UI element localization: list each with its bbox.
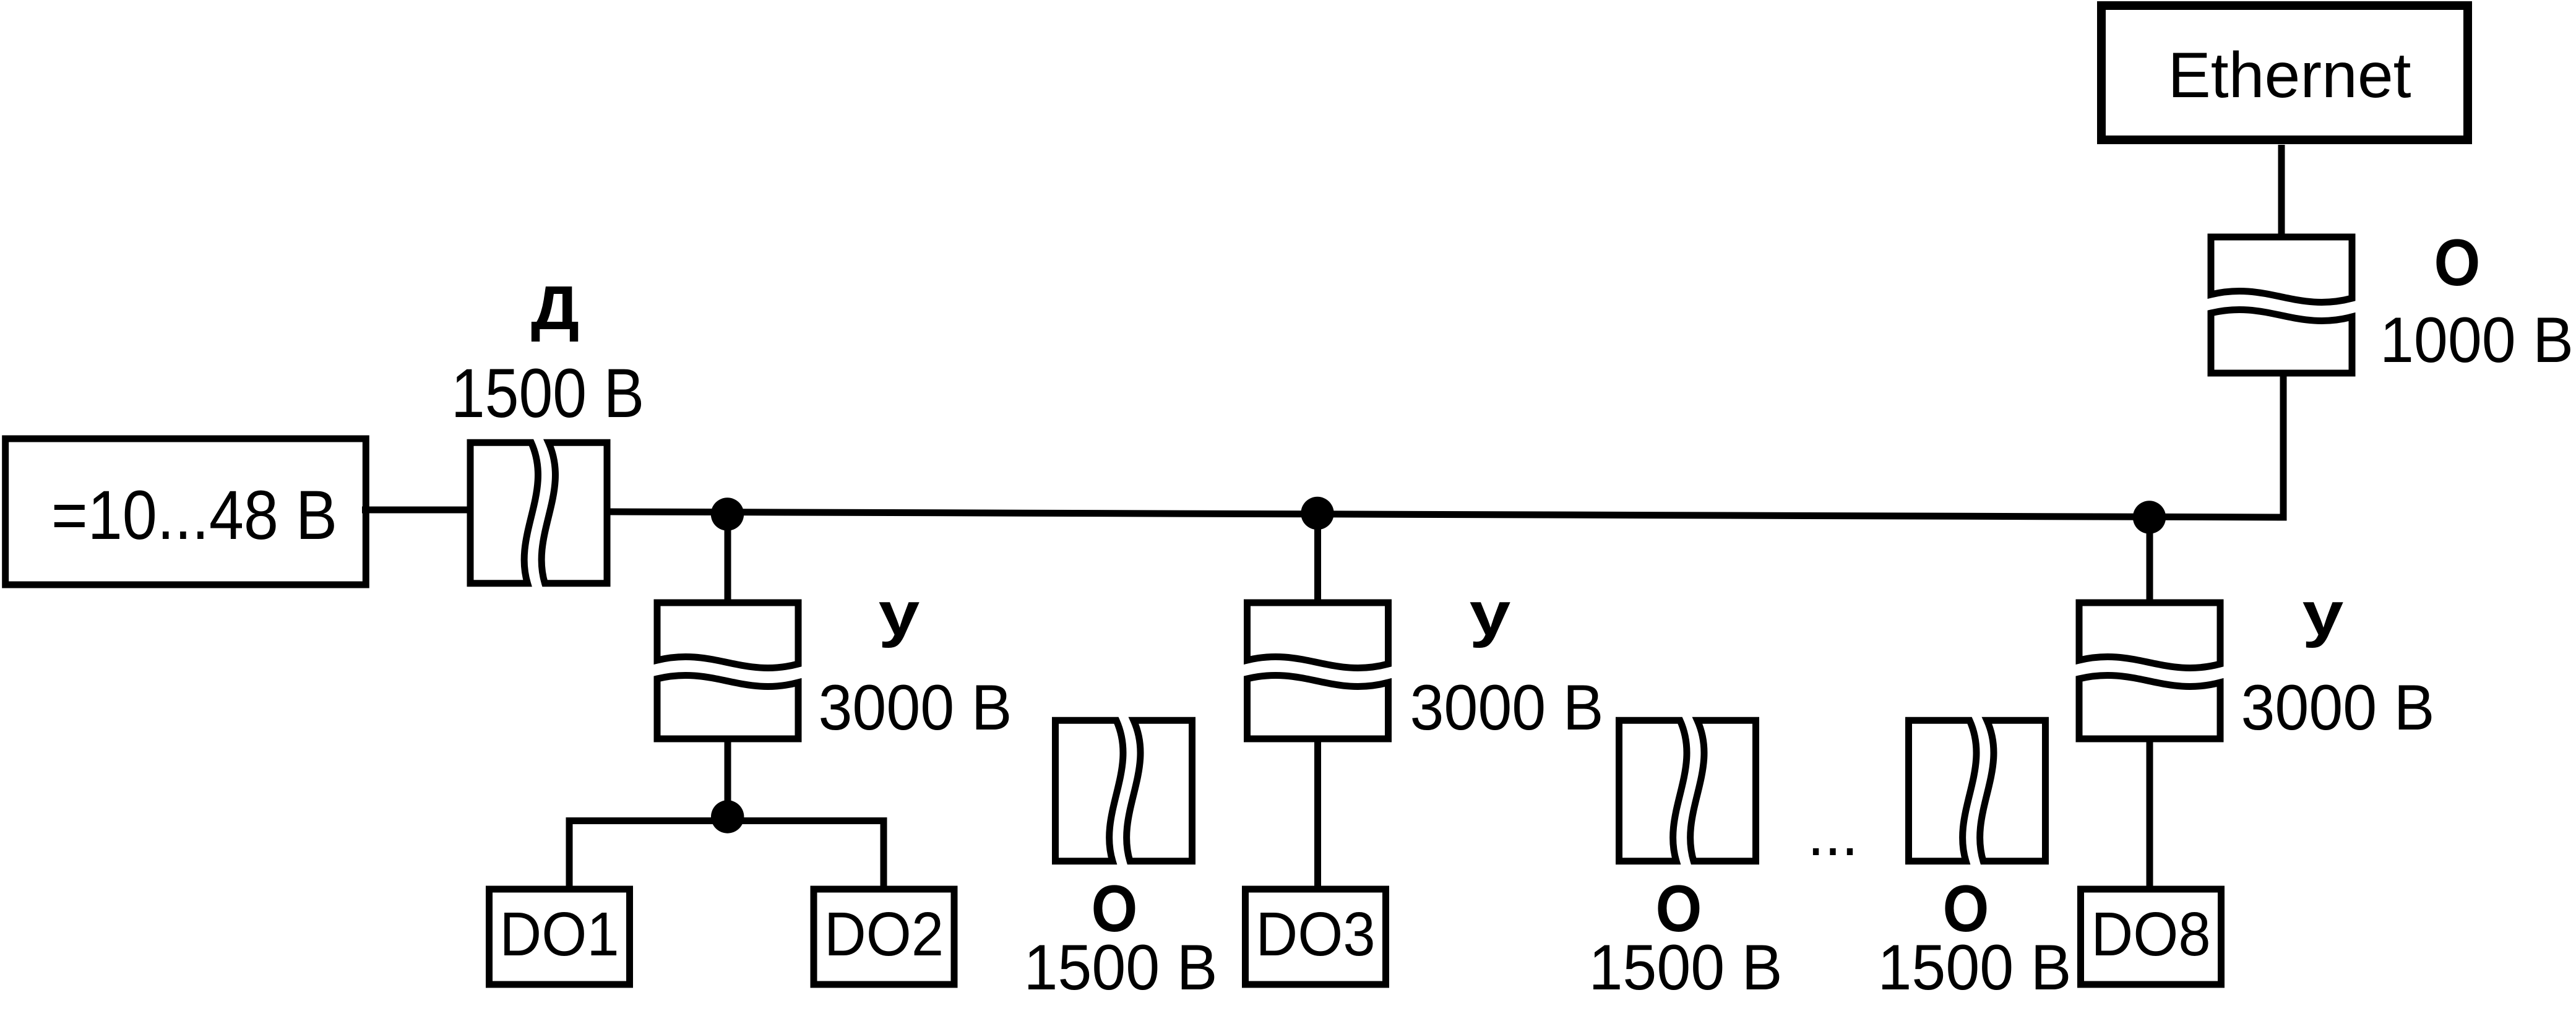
svg-text:1500 В: 1500 В [1023, 932, 1217, 1004]
svg-text:Ethernet: Ethernet [2168, 40, 2411, 111]
svg-text:=10...48 В: =10...48 В [51, 476, 337, 554]
svg-text:1500 В: 1500 В [1588, 932, 1782, 1004]
svg-text:1500 В: 1500 В [1877, 932, 2071, 1004]
svg-text:О: О [1092, 871, 1138, 945]
svg-text:О: О [1656, 871, 1702, 945]
svg-text:DO1: DO1 [499, 899, 619, 968]
svg-text:DO8: DO8 [2091, 899, 2210, 968]
svg-text:О: О [1943, 871, 1989, 945]
svg-text:1000 В: 1000 В [2380, 304, 2574, 376]
svg-text:О: О [2434, 225, 2481, 299]
svg-text:3000 В: 3000 В [2241, 672, 2434, 744]
svg-text:Д: Д [531, 274, 579, 343]
svg-text:3000 В: 3000 В [1410, 672, 1603, 744]
svg-text:у: у [1470, 579, 1511, 648]
svg-text:3000 В: 3000 В [818, 672, 1012, 744]
svg-text:1500 В: 1500 В [451, 355, 644, 432]
svg-text:у: у [2302, 579, 2344, 648]
svg-text:...: ... [1807, 798, 1858, 869]
svg-text:DO2: DO2 [824, 899, 944, 968]
svg-text:DO3: DO3 [1256, 899, 1375, 968]
svg-text:у: у [879, 579, 920, 648]
